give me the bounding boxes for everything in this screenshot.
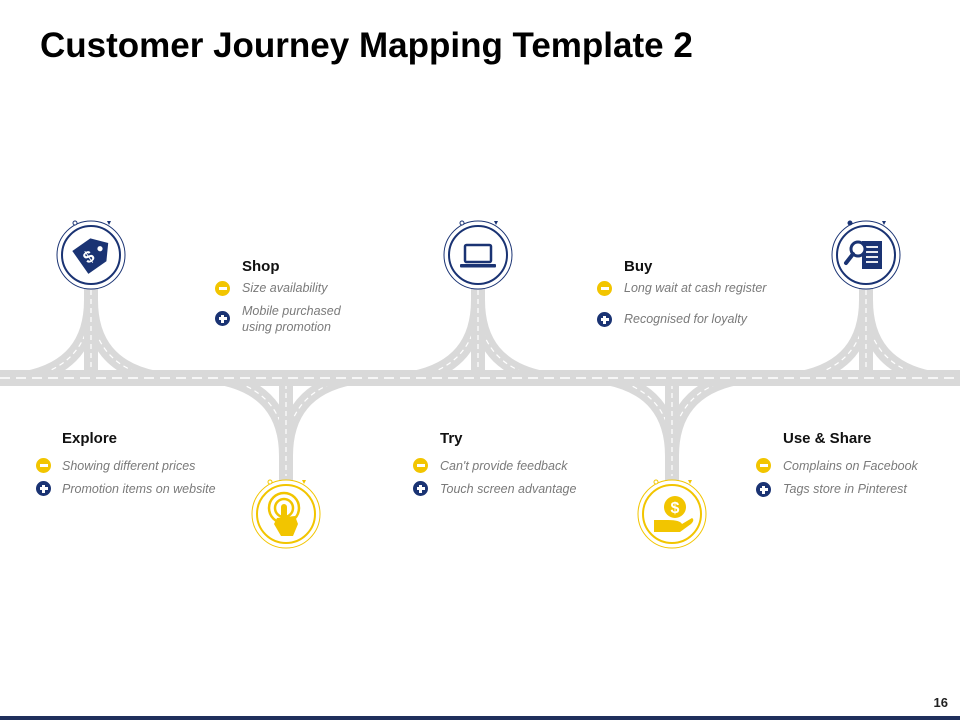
- plus-icon: [215, 311, 230, 326]
- minus-icon: [36, 458, 51, 473]
- price-tag-icon: $: [72, 238, 109, 274]
- plus-icon: [36, 481, 51, 496]
- plus-icon: [413, 481, 428, 496]
- stage-icon-circle: [443, 220, 513, 290]
- gain-point: Mobile purchased using promotion: [242, 304, 341, 334]
- stage-title-try: Try: [440, 430, 463, 447]
- minus-icon: [215, 281, 230, 296]
- stage-title-use-and-share: Use & Share: [783, 430, 872, 447]
- pain-point: Showing different prices: [62, 459, 196, 473]
- stage-icon-circle: $: [56, 220, 126, 290]
- document-search-icon: [844, 240, 882, 269]
- plus-icon: [756, 482, 771, 497]
- pain-point: Size availability: [242, 281, 328, 295]
- stage-title-buy: Buy: [624, 258, 653, 275]
- stage-icon-circle: [831, 220, 901, 290]
- page-number: 16: [933, 695, 948, 710]
- ramp-3: [413, 284, 543, 378]
- page-title: Customer Journey Mapping Template 2: [40, 26, 693, 65]
- ramp-4: [607, 378, 737, 482]
- gain-point: Touch screen advantage: [440, 482, 577, 496]
- svg-text:$: $: [671, 500, 680, 517]
- ramp-5: [801, 284, 931, 378]
- pain-point: Complains on Facebook: [783, 459, 918, 473]
- touch-icon: [267, 491, 301, 536]
- stage-icon-circle: $: [637, 479, 707, 549]
- coin-hand-icon: $: [654, 496, 694, 532]
- minus-icon: [413, 458, 428, 473]
- minus-icon: [756, 458, 771, 473]
- stage-icon-circle: [251, 479, 321, 549]
- laptop-icon: [460, 243, 496, 268]
- gain-point: Recognised for loyalty: [624, 312, 747, 326]
- pain-point: Can't provide feedback: [440, 459, 568, 473]
- minus-icon: [597, 281, 612, 296]
- footer-bar: [0, 716, 960, 720]
- stage-title-shop: Shop: [242, 258, 280, 275]
- plus-icon: [597, 312, 612, 327]
- gain-point: Promotion items on website: [62, 482, 216, 496]
- gain-point: Tags store in Pinterest: [783, 482, 907, 496]
- stage-title-explore: Explore: [62, 430, 118, 447]
- pain-point: Long wait at cash register: [624, 281, 767, 295]
- ramp-1: [26, 284, 156, 378]
